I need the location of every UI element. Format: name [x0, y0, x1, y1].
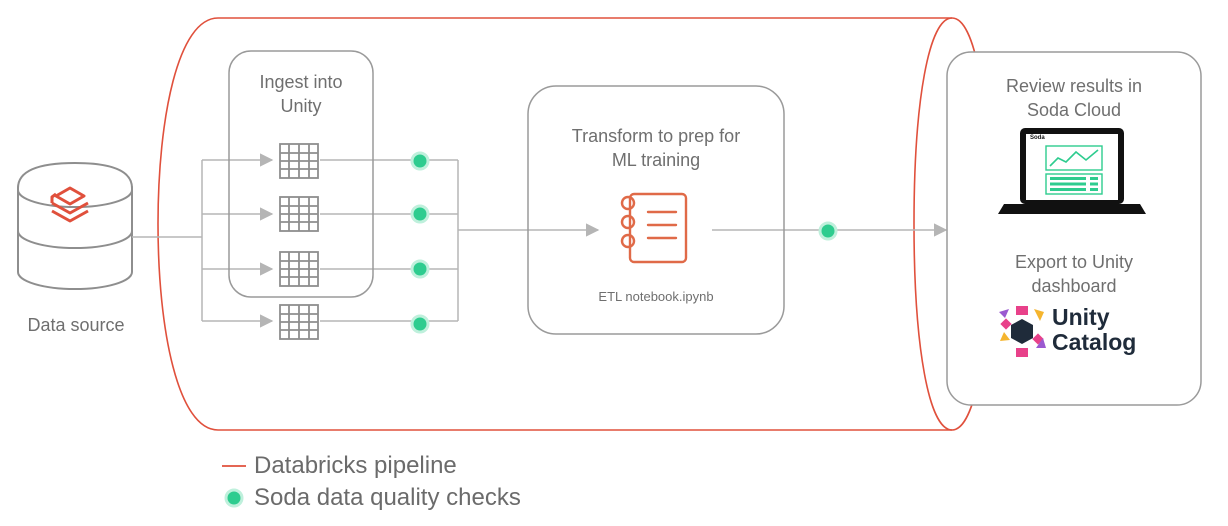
unity-catalog-logo-line1: Unity	[1052, 304, 1110, 330]
unity-catalog-logo-icon	[999, 306, 1046, 357]
notebook-icon	[620, 192, 688, 264]
soda-check-icon	[410, 151, 838, 334]
transform-title: Transform to prep for ML training	[571, 126, 741, 170]
table-grid-icon	[279, 143, 319, 179]
data-source-cylinder	[17, 161, 133, 290]
laptop-icon	[998, 128, 1146, 214]
review-title: Review results in Soda Cloud	[1005, 76, 1143, 120]
table-grid-icon	[279, 304, 319, 340]
notebook-label: ETL notebook.ipynb	[598, 289, 714, 304]
data-source-label: Data source	[27, 315, 125, 335]
ingest-title: Ingest into Unity	[259, 72, 343, 116]
output-box	[946, 51, 1202, 406]
legend-check-swatch	[224, 488, 244, 508]
legend-pipeline-label: Databricks pipeline	[254, 452, 457, 479]
laptop-brand: Soda	[1030, 135, 1045, 141]
export-title: Export to Unity dashboard	[1014, 252, 1134, 296]
ingest-box	[228, 50, 374, 298]
legend-checks-label: Soda data quality checks	[254, 484, 521, 511]
unity-catalog-logo-line2: Catalog	[1052, 329, 1137, 355]
transform-box	[527, 85, 785, 335]
databricks-stack-icon	[50, 186, 89, 223]
table-grid-icon	[279, 196, 319, 232]
connectors	[132, 153, 948, 328]
table-grid-icon	[279, 251, 319, 287]
